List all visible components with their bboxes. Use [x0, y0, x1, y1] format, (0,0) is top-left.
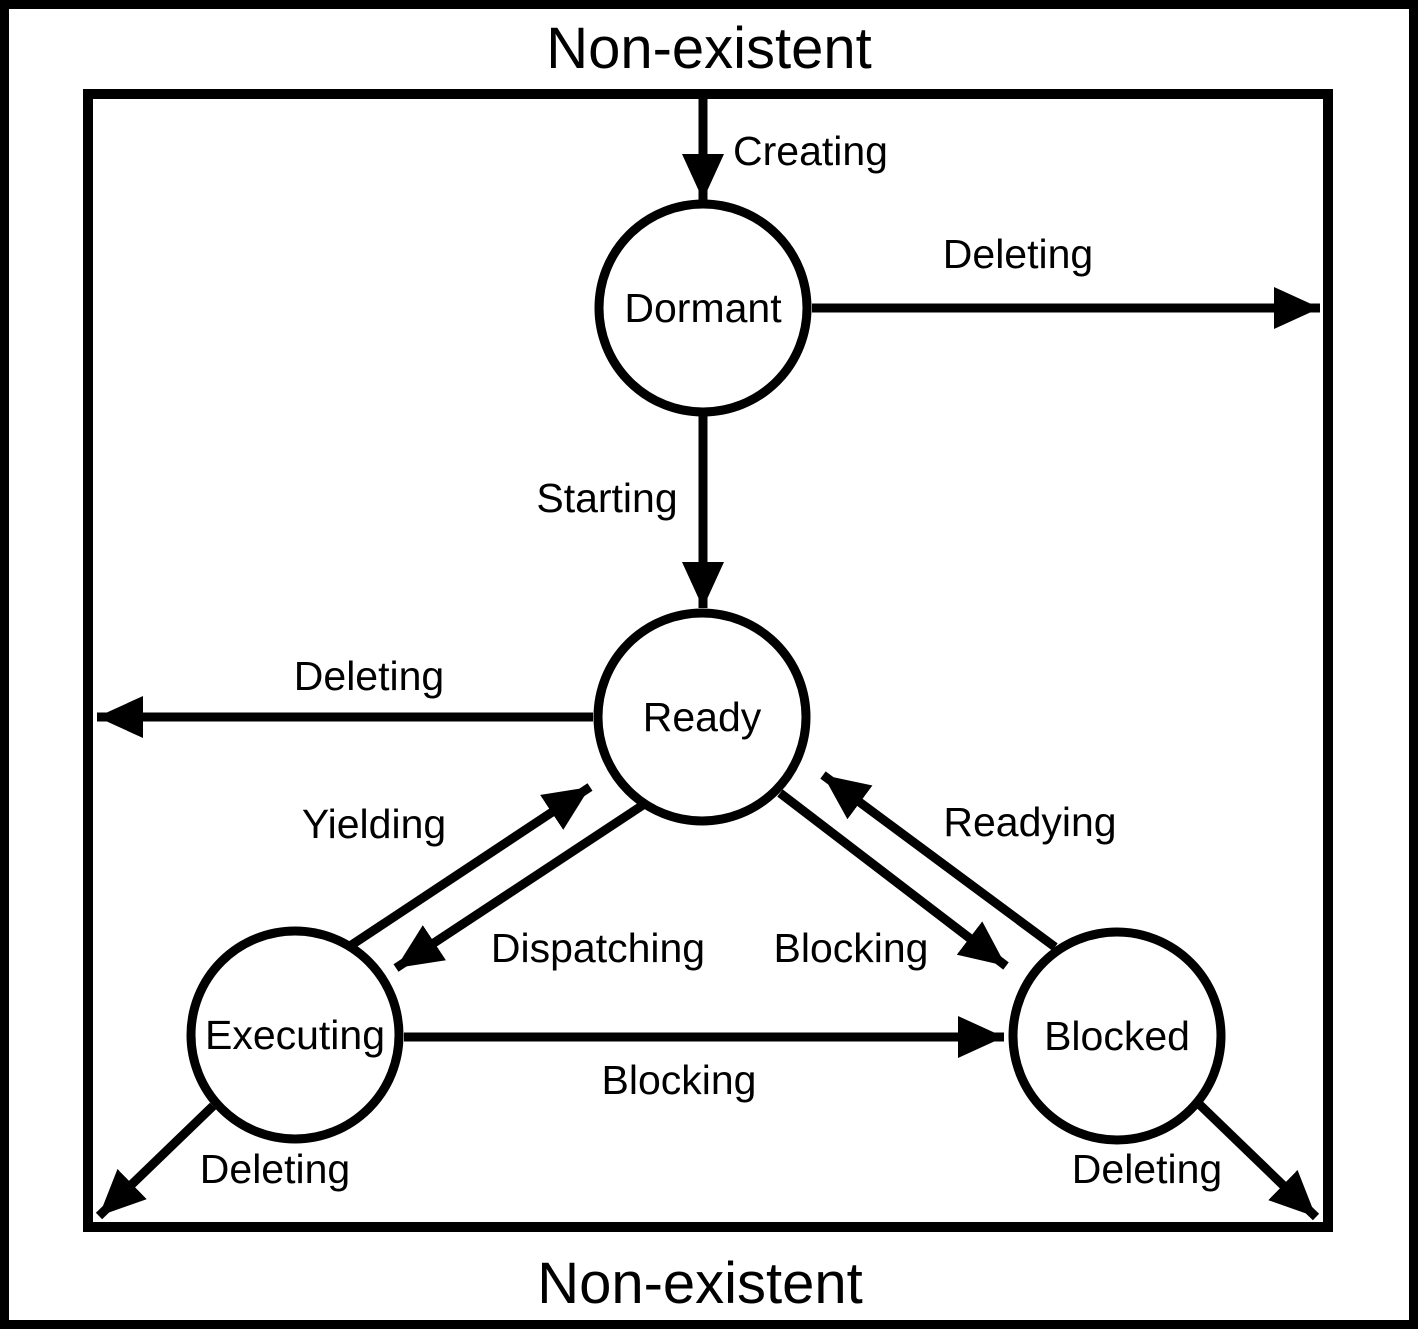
label-deleting-blocked: Deleting	[1072, 1146, 1222, 1192]
label-blocking-executing: Blocking	[602, 1057, 757, 1103]
edge-dispatching	[393, 801, 646, 972]
state-dormant-circle	[594, 199, 812, 417]
label-readying: Readying	[943, 799, 1116, 845]
state-executing-label: Executing	[205, 1012, 385, 1058]
system-boundary-box	[83, 89, 1333, 1232]
label-dispatching: Dispatching	[491, 925, 705, 971]
label-starting: Starting	[536, 475, 677, 521]
label-deleting-ready: Deleting	[294, 653, 444, 699]
edge-deleting-executing	[95, 1102, 217, 1220]
label-deleting-executing: Deleting	[200, 1146, 350, 1192]
edge-deleting-blocked	[1195, 1100, 1320, 1221]
state-blocked-label: Blocked	[1044, 1013, 1190, 1059]
edge-readying	[820, 771, 1058, 951]
state-blocked-circle	[1008, 927, 1226, 1145]
label-blocking-ready: Blocking	[774, 925, 929, 971]
state-executing-circle	[186, 926, 404, 1144]
label-creating: Creating	[733, 128, 888, 174]
label-yielding: Yielding	[302, 801, 446, 847]
edge-yielding	[344, 783, 593, 952]
edge-blocking-ready	[777, 789, 1009, 970]
state-ready-label: Ready	[643, 694, 762, 740]
state-ready-circle	[593, 608, 811, 826]
label-deleting-dormant: Deleting	[943, 231, 1093, 277]
non-existent-label-top: Non-existent	[546, 16, 872, 81]
state-dormant-label: Dormant	[624, 285, 782, 331]
non-existent-label-bottom: Non-existent	[537, 1251, 863, 1316]
